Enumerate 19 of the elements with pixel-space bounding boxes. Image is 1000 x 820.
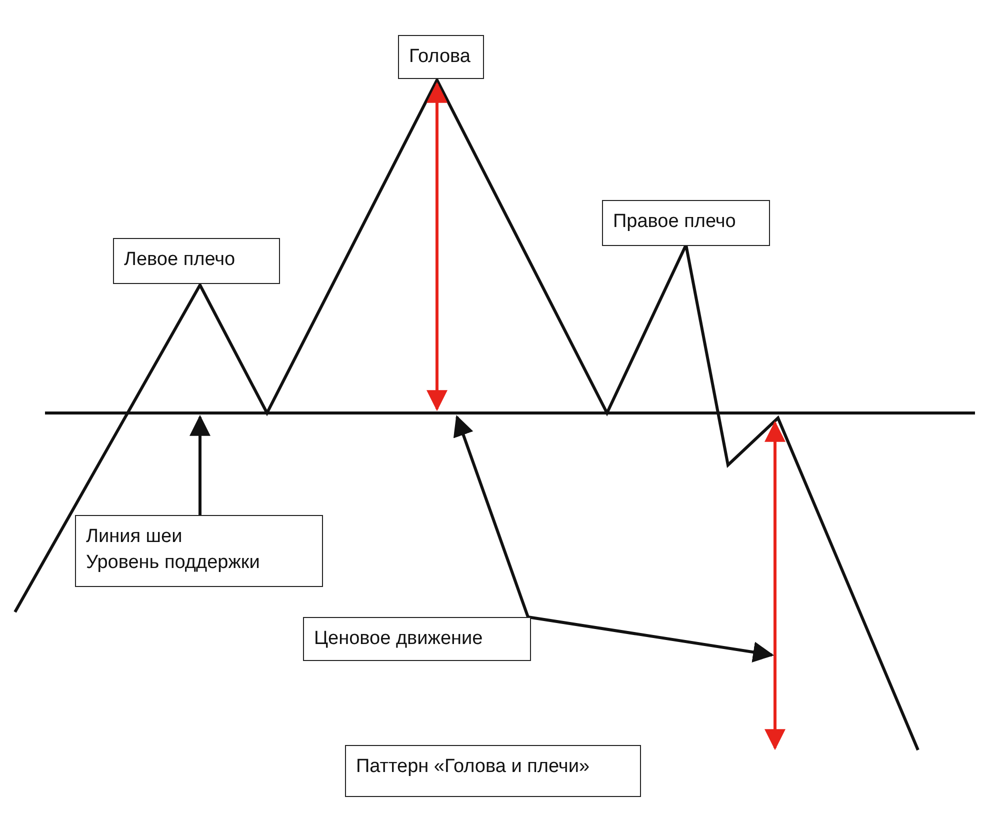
label-text: Линия шеи bbox=[86, 525, 184, 549]
label-box bbox=[602, 200, 770, 246]
arrow bbox=[528, 616, 774, 662]
label-box bbox=[303, 617, 531, 661]
arrow bbox=[426, 82, 448, 412]
label-text: Правое плечо bbox=[613, 210, 737, 234]
label-text: Ценовое движение bbox=[314, 627, 484, 651]
label-box bbox=[113, 238, 280, 284]
label-text: Левое плечо bbox=[124, 248, 236, 272]
arrow bbox=[453, 415, 530, 618]
label-text: Голова bbox=[409, 45, 472, 69]
label-text: Паттерн «Голова и плечи» bbox=[356, 755, 591, 779]
label-box bbox=[398, 35, 484, 79]
label-box bbox=[75, 515, 323, 587]
target-arrow bbox=[764, 420, 786, 750]
neckline bbox=[45, 412, 975, 414]
label-box bbox=[345, 745, 641, 797]
arrow bbox=[190, 414, 210, 515]
label-text: Уровень поддержки bbox=[86, 550, 261, 575]
